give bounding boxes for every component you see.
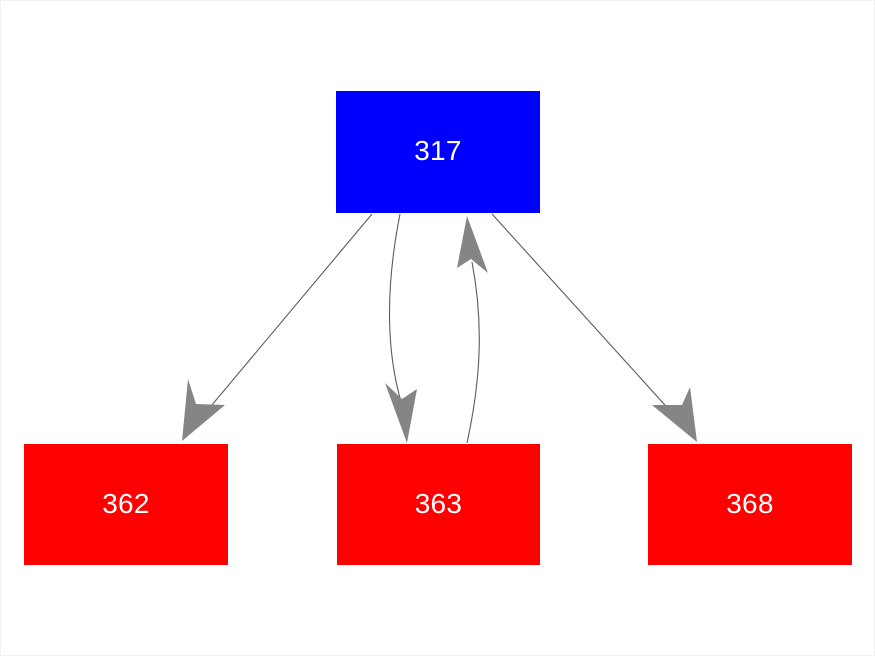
- edge-363-317[interactable]: [457, 216, 488, 444]
- node-label: 317: [414, 135, 462, 166]
- edge-317-362[interactable]: [182, 213, 373, 441]
- graph-node-362[interactable]: 362: [24, 444, 228, 565]
- edge-line: [491, 213, 684, 426]
- node-label: 362: [102, 487, 150, 519]
- arrowhead-icon: [652, 387, 697, 442]
- edge-317-368[interactable]: [491, 213, 697, 442]
- graph-node-317[interactable]: 317: [336, 91, 540, 213]
- node-label: 368: [726, 487, 774, 519]
- edge-line: [195, 213, 373, 425]
- node-label: 363: [414, 487, 463, 519]
- graph-node-368[interactable]: 368: [648, 444, 852, 565]
- graph-node-363[interactable]: 363: [337, 444, 540, 565]
- arrowhead-icon: [457, 216, 488, 273]
- edge-line: [466, 261, 480, 444]
- edge-317-363[interactable]: [385, 213, 417, 443]
- arrowhead-icon: [385, 383, 417, 443]
- arrowhead-icon: [182, 379, 225, 441]
- edge-line: [388, 213, 401, 399]
